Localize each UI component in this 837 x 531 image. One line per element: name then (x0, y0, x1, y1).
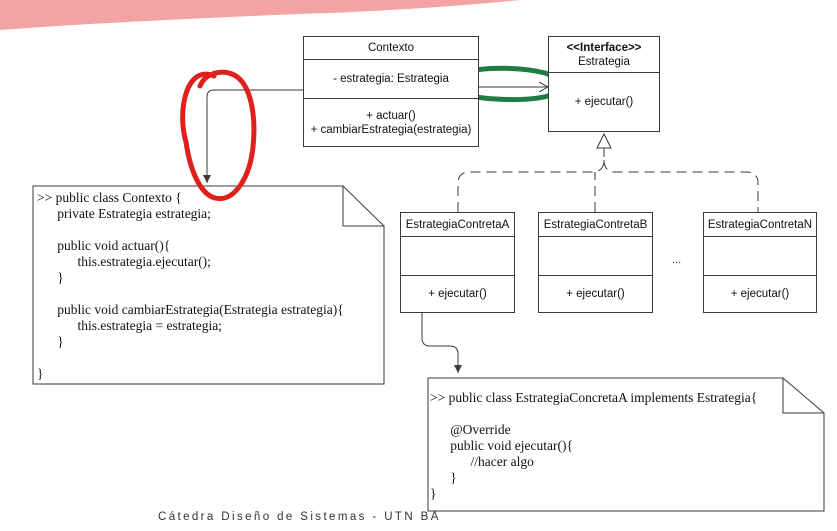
class-concreta-b-attributes (539, 237, 652, 276)
code-line: //hacer algo (430, 454, 534, 469)
code-line: >> public class EstrategiaConcretaA impl… (430, 390, 758, 405)
code-line (37, 222, 377, 238)
class-estrategia-concreta-b: EstrategiaContretaB + ejecutar() (538, 212, 653, 313)
class-concreta-n-attributes (704, 237, 816, 276)
code-line: @Override (430, 422, 511, 437)
class-concreta-n-method: + ejecutar() (730, 288, 790, 300)
code-line: this.estrategia = estrategia; (37, 318, 222, 333)
class-contexto-method: + actuar() (366, 109, 416, 122)
class-estrategia-concreta-a: EstrategiaContretaA + ejecutar() (400, 212, 515, 313)
class-estrategia-concreta-n: EstrategiaContretaN + ejecutar() (703, 212, 817, 313)
interface-estrategia-methods: + ejecutar() (549, 73, 659, 131)
class-concreta-b-method: + ejecutar() (566, 288, 625, 300)
code-line: private Estrategia estrategia; (37, 206, 211, 221)
class-concreta-a-methods: + ejecutar() (401, 276, 514, 312)
class-contexto-name: Contexto (367, 42, 415, 54)
interface-estrategia: <<Interface>> Estrategia + ejecutar() (548, 36, 660, 132)
class-contexto-header: Contexto (304, 37, 478, 60)
class-concreta-a-header: EstrategiaContretaA (401, 213, 514, 237)
footer-caption: Cátedra Diseño de Sistemas - UTN BA (158, 511, 441, 523)
code-line: } (37, 270, 64, 285)
class-contexto-attribute: - estrategia: Estrategia (333, 73, 449, 85)
note-contexto-fold (342, 186, 384, 227)
note-link-concreta (421, 313, 462, 373)
realization-triangle (596, 132, 612, 149)
interface-stereotype: <<Interface>> (566, 41, 642, 54)
banner-wave (0, 0, 520, 30)
class-contexto-method: + cambiarEstrategia(estrategia) (310, 123, 472, 136)
note-contexto-code: >> public class Contexto { private Estra… (37, 190, 377, 382)
code-line (37, 350, 377, 366)
class-concreta-a-method: + ejecutar() (428, 288, 487, 300)
class-concreta-b-methods: + ejecutar() (539, 276, 652, 312)
code-line: public void ejecutar(){ (430, 438, 573, 453)
note-concreta-fold (782, 378, 824, 414)
note-contexto-shape (32, 185, 385, 385)
note-concreta-shape (427, 377, 825, 512)
class-concreta-a-attributes (401, 237, 514, 276)
class-contexto: Contexto - estrategia: Estrategia + actu… (303, 36, 479, 147)
code-line: public void actuar(){ (37, 238, 171, 253)
code-line: } (430, 486, 437, 501)
header-banner (0, 0, 520, 30)
code-line: } (37, 334, 64, 349)
interface-estrategia-header: <<Interface>> Estrategia (549, 37, 659, 73)
class-contexto-attributes: - estrategia: Estrategia (304, 60, 478, 99)
code-line: >> public class Contexto { (37, 190, 182, 205)
interface-estrategia-name: Estrategia (578, 55, 630, 68)
code-line: } (430, 470, 457, 485)
class-contexto-methods: + actuar() + cambiarEstrategia(estrategi… (304, 99, 478, 146)
class-concreta-n-methods: + ejecutar() (704, 276, 816, 312)
realization-line (457, 148, 759, 212)
code-line: public void cambiarEstrategia(Estrategia… (37, 302, 344, 317)
code-line: } (37, 366, 44, 381)
class-concreta-a-name: EstrategiaContretaA (405, 218, 510, 231)
note-link-contexto (203, 89, 303, 183)
class-concreta-n-name: EstrategiaContretaN (707, 218, 813, 231)
red-circle-annotation (180, 69, 257, 202)
class-concreta-n-header: EstrategiaContretaN (704, 213, 816, 237)
code-line (37, 286, 377, 302)
class-concreta-b-header: EstrategiaContretaB (539, 213, 652, 237)
note-concreta-code: >> public class EstrategiaConcretaA impl… (430, 390, 790, 502)
code-line (430, 406, 790, 422)
interface-estrategia-method: + ejecutar() (574, 96, 634, 108)
code-line: this.estrategia.ejecutar(); (37, 254, 211, 269)
more-classes-ellipsis: ... (672, 254, 682, 266)
class-concreta-b-name: EstrategiaContretaB (543, 218, 648, 231)
